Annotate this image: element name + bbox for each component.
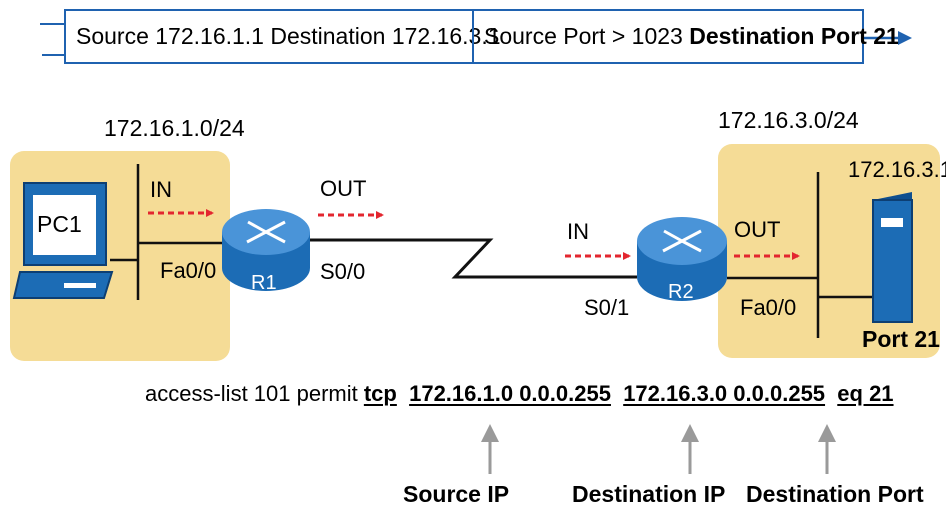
packet-field-addresses-text: Source 172.16.1.1 Destination 172.16.3.1 — [76, 23, 501, 49]
acl-destination: 172.16.3.0 0.0.0.255 — [623, 381, 826, 406]
callout-arrow-port — [818, 424, 836, 474]
packet-header-box: Source 172.16.1.1 Destination 172.16.3.1… — [64, 9, 899, 64]
pc1-computer-icon — [12, 182, 114, 299]
packet-field-ports-bold: Destination Port 21 — [689, 23, 899, 49]
router-r1-icon — [222, 209, 310, 291]
router-r2-icon — [637, 217, 727, 301]
packet-field-addresses: Source 172.16.1.1 Destination 172.16.3.1 — [66, 11, 501, 62]
acl-source: 172.16.1.0 0.0.0.255 — [409, 381, 611, 406]
server-ip-label: 172.16.3.1 — [848, 157, 946, 182]
packet-field-ports: Source Port > 1023 Destination Port 21 — [472, 11, 909, 62]
pc1-label: PC1 — [37, 211, 82, 237]
left-iface-label: Fa0/0 — [160, 258, 217, 283]
acl-protocol: tcp — [363, 381, 397, 406]
packet-field-ports-prefix: Source Port > 1023 — [484, 23, 690, 49]
acl-command: access-list 101 permit tcp 172.16.1.0 0.… — [145, 381, 894, 407]
server-icon — [872, 192, 913, 323]
r2-label: R2 — [668, 281, 694, 303]
wan-serial-link — [310, 238, 637, 279]
callout-arrow-destination — [681, 424, 699, 474]
left-subnet-label: 172.16.1.0/24 — [104, 115, 245, 141]
callout-destination-ip: Destination IP — [572, 481, 726, 507]
r2-wan-iface-label: S0/1 — [584, 295, 630, 320]
callout-destination-port: Destination Port — [746, 481, 924, 507]
r1-wan-iface-label: S0/0 — [320, 259, 366, 284]
left-in-label: IN — [150, 177, 172, 202]
server-port-label: Port 21 — [862, 326, 940, 352]
r1-label: R1 — [251, 272, 277, 294]
acl-port: eq 21 — [837, 381, 894, 406]
right-subnet-label: 172.16.3.0/24 — [718, 107, 859, 133]
r1-out-label: OUT — [320, 176, 367, 201]
callout-arrow-source — [481, 424, 499, 474]
r2-in-label: IN — [567, 219, 589, 244]
acl-prefix: access-list 101 permit — [145, 381, 364, 406]
r2-lan-iface-label: Fa0/0 — [740, 295, 797, 320]
r2-out-label: OUT — [734, 217, 781, 242]
callout-source-ip: Source IP — [403, 481, 510, 507]
